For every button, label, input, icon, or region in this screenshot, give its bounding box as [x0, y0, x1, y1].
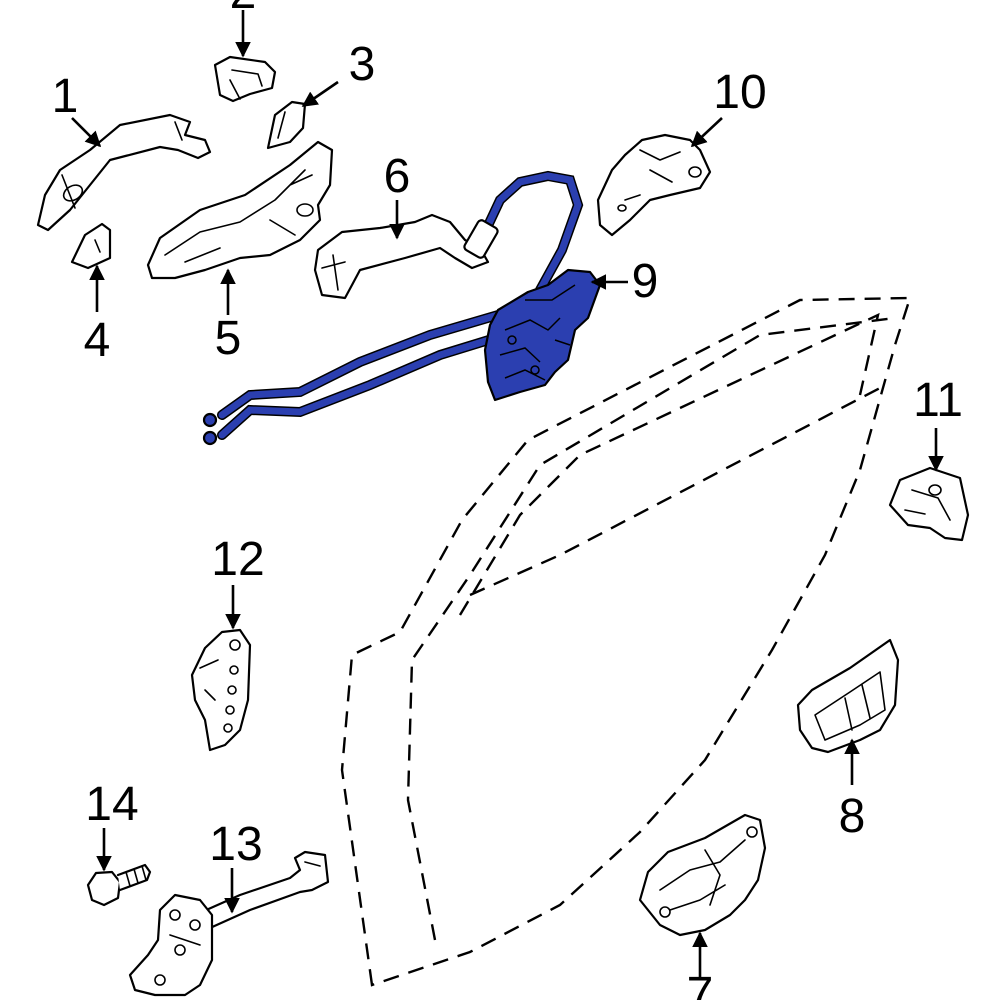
part-13-door-check	[128, 850, 330, 997]
part-5-handle-frame	[146, 140, 334, 280]
callout-4: 4	[84, 314, 111, 367]
part-8-inside-handle	[796, 638, 900, 754]
door-outline	[340, 296, 912, 987]
part-11-striker	[888, 466, 970, 542]
callout-11: 11	[913, 374, 963, 427]
callout-3: 3	[349, 38, 376, 91]
leader-1	[71, 117, 102, 148]
part-10-bracket	[596, 133, 712, 237]
leader-10	[690, 117, 723, 148]
callout-labels: 1 2 3 4 5 6 7 8 9 10 11 12 13 14	[52, 0, 963, 1000]
part-14-bolt	[86, 863, 152, 907]
part-7-rear-latch	[638, 813, 767, 937]
callout-8: 8	[839, 790, 866, 843]
callout-9: 9	[632, 255, 659, 308]
leader-3	[301, 80, 339, 108]
callout-1: 1	[52, 70, 79, 123]
part-2-clip	[213, 55, 277, 103]
callout-14: 14	[85, 778, 138, 831]
part-12-hinge	[190, 628, 252, 752]
part-1-outside-handle	[36, 113, 212, 232]
leader-lines	[71, 10, 944, 978]
callout-6: 6	[384, 150, 411, 203]
callout-7: 7	[687, 968, 714, 1000]
callout-13: 13	[209, 818, 262, 871]
part-6-lever	[313, 213, 490, 300]
callout-12: 12	[211, 533, 264, 586]
part-3-cap	[266, 100, 307, 150]
part-4-cover	[70, 222, 112, 270]
callout-5: 5	[215, 312, 242, 365]
callout-2: 2	[230, 0, 257, 19]
part-9-latch-assembly	[202, 170, 602, 446]
callout-10: 10	[713, 66, 766, 119]
